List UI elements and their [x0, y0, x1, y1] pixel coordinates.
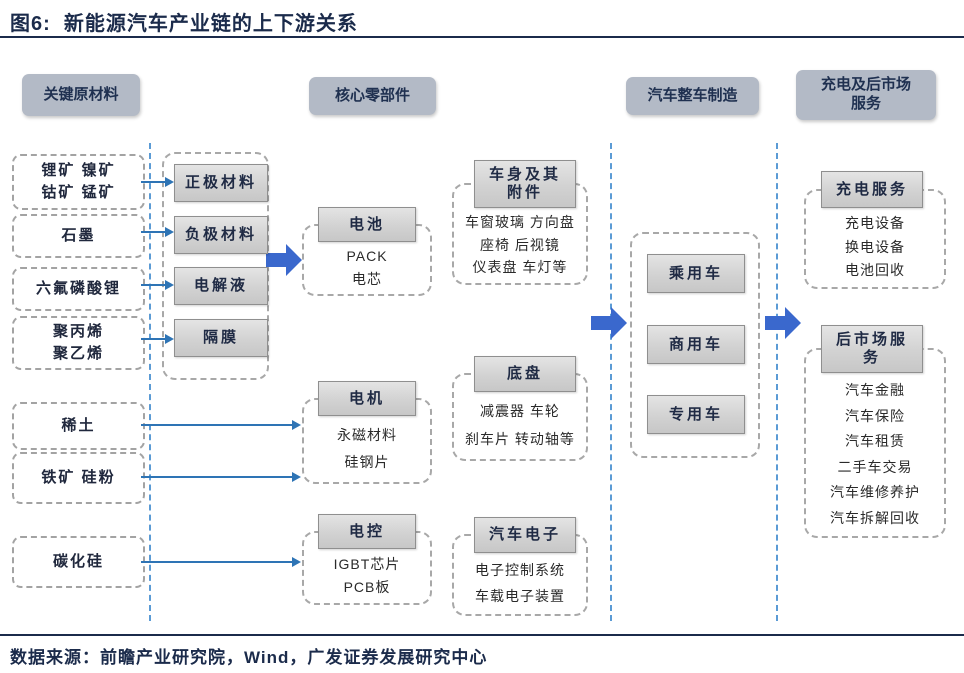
raw-material-box-lipf6: 六氟磷酸锂	[12, 267, 145, 311]
flow-arrow-icon	[141, 177, 174, 187]
component-group-header-motor: 电机	[318, 381, 416, 416]
part-group-header-body: 车身及其 附件	[474, 160, 576, 208]
part-item: 车载电子装置	[475, 587, 565, 604]
component-item: PACK	[346, 248, 388, 265]
battery-material-box-anode: 负极材料	[174, 216, 268, 254]
component-item: 电芯	[352, 270, 382, 287]
part-item: 座椅 后视镜	[480, 236, 560, 253]
service-item: 汽车拆解回收	[830, 509, 920, 526]
section-header-charging-aftermarket: 充电及后市场 服务	[796, 70, 936, 120]
part-group-header-chassis: 底盘	[474, 356, 576, 392]
raw-material-box-sic: 碳化硅	[12, 536, 145, 588]
raw-material-box-graphite: 石墨	[12, 214, 145, 258]
vehicle-type-box-passenger: 乘用车	[647, 254, 745, 293]
service-item: 充电设备	[845, 215, 905, 232]
flow-arrow-icon	[141, 472, 301, 482]
service-item: 二手车交易	[837, 458, 913, 475]
section-header-vehicle-manufacturing: 汽车整车制造	[626, 77, 759, 115]
footer-rule	[0, 634, 964, 636]
block-arrow-icon	[765, 307, 801, 339]
part-item: 刹车片 转动轴等	[465, 430, 575, 447]
component-group-header-battery: 电池	[318, 207, 416, 242]
page-title: 图6: 新能源汽车产业链的上下游关系	[10, 13, 358, 35]
service-item: 汽车租赁	[845, 433, 905, 450]
service-item: 汽车金融	[845, 382, 905, 399]
part-item: 仪表盘 车灯等	[472, 259, 568, 276]
raw-material-box-polymer: 聚丙烯 聚乙烯	[12, 316, 145, 370]
service-group-header-charging: 充电服务	[821, 171, 923, 208]
aftermarket-service-panel: 汽车金融 汽车保险 汽车租赁 二手车交易 汽车维修养护 汽车拆解回收	[804, 348, 946, 538]
service-item: 汽车维修养护	[830, 484, 920, 501]
component-item: PCB板	[343, 578, 391, 595]
component-item: IGBT芯片	[333, 555, 401, 572]
divider-dashed-line-1	[149, 143, 151, 621]
vehicle-type-box-commercial: 商用车	[647, 325, 745, 364]
part-group-header-electronics: 汽车电子	[474, 517, 576, 553]
battery-material-box-cathode: 正极材料	[174, 164, 268, 202]
divider-dashed-line-3	[776, 143, 778, 621]
battery-material-box-separator: 隔膜	[174, 319, 268, 357]
raw-material-box-lithium-nickel: 锂矿 镍矿 钴矿 锰矿	[12, 154, 145, 210]
service-item: 电池回收	[845, 262, 905, 279]
service-group-header-aftermarket: 后市场服 务	[821, 325, 923, 373]
component-item: 永磁材料	[337, 426, 397, 443]
service-item: 换电设备	[845, 238, 905, 255]
part-item: 减震器 车轮	[480, 403, 560, 420]
section-header-core-components: 核心零部件	[309, 77, 436, 115]
component-item: 硅钢片	[344, 453, 390, 470]
component-group-header-control: 电控	[318, 514, 416, 549]
part-item: 电子控制系统	[475, 562, 565, 579]
battery-material-box-electrolyte: 电解液	[174, 267, 268, 305]
service-item: 汽车保险	[845, 407, 905, 424]
divider-dashed-line-2	[610, 143, 612, 621]
section-header-raw-materials: 关键原材料	[22, 74, 140, 116]
title-underline	[0, 36, 964, 38]
flow-arrow-icon	[141, 227, 174, 237]
raw-material-box-rare-earth: 稀土	[12, 402, 145, 450]
raw-material-box-iron-silicon: 铁矿 硅粉	[12, 452, 145, 504]
block-arrow-icon	[266, 244, 302, 276]
vehicle-type-box-special: 专用车	[647, 395, 745, 434]
flow-arrow-icon	[141, 280, 174, 290]
flow-arrow-icon	[141, 420, 301, 430]
part-item: 车窗玻璃 方向盘	[465, 214, 575, 231]
flow-arrow-icon	[141, 557, 301, 567]
block-arrow-icon	[591, 307, 627, 339]
source-note: 数据来源：前瞻产业研究院，Wind，广发证券发展研究中心	[10, 648, 488, 667]
flow-arrow-icon	[141, 334, 174, 344]
